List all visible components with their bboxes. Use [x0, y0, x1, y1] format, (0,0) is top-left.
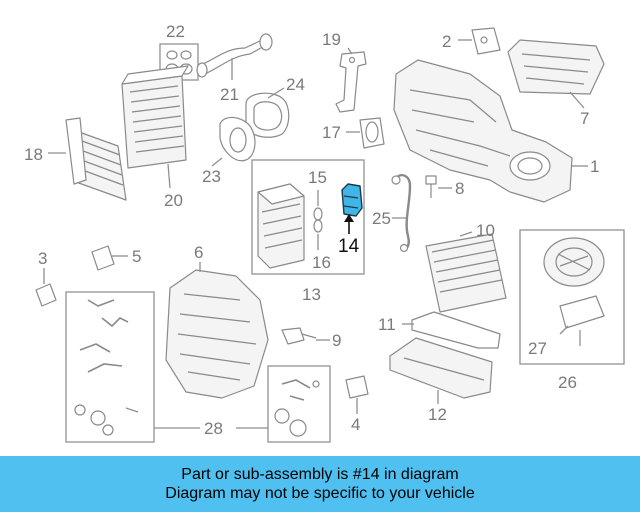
part-28-hardware-box: [65, 291, 331, 443]
callout-19: 19: [322, 30, 341, 49]
callout-18: 18: [24, 145, 43, 164]
callout-25: 25: [372, 209, 391, 228]
part-9-actuator: [281, 327, 330, 345]
part-4-sensor: [345, 375, 369, 414]
callout-21: 21: [220, 85, 239, 104]
part-23-flange-seal: [211, 116, 256, 167]
banner-line-disclaimer: Diagram may not be specific to your vehi…: [165, 485, 475, 502]
part-18-evaporator: [48, 117, 127, 201]
callout-20: 20: [164, 191, 183, 210]
callout-9: 9: [332, 331, 341, 350]
callout-11: 11: [378, 315, 396, 334]
part-25-ac-line: [391, 174, 412, 253]
info-banner: Part or sub-assembly is #14 in diagram D…: [0, 456, 640, 512]
callout-8: 8: [455, 179, 464, 198]
part-26-blower-box: [519, 229, 625, 365]
callout-13: 13: [302, 285, 321, 304]
part-8-bolt: [425, 175, 452, 198]
part-14-expansion-valve-highlighted[interactable]: [341, 183, 363, 234]
part-5-bracket: [91, 245, 128, 271]
part-21-heater-pipe: [196, 33, 273, 80]
callout-17: 17: [322, 123, 341, 142]
part-3-clip: [35, 268, 57, 307]
callout-5: 5: [132, 247, 141, 266]
callout-15: 15: [308, 168, 327, 187]
banner-line-part-number: Part or sub-assembly is #14 in diagram: [181, 466, 459, 483]
callout-14-highlighted: 14: [338, 236, 360, 257]
callout-7: 7: [580, 109, 589, 128]
callout-2: 2: [442, 32, 451, 51]
parts-diagram: 1 2 3 4 5 6 7 8 9 10 11 12 13 14 15 16 1…: [24, 22, 625, 443]
part-1-hvac-housing: [393, 59, 588, 203]
part-7-blower-housing: [507, 39, 605, 109]
callout-10: 10: [476, 221, 495, 240]
callout-4: 4: [351, 415, 360, 434]
callout-23: 23: [202, 167, 221, 186]
part-19-bracket: [335, 47, 367, 113]
callout-27: 27: [528, 339, 547, 358]
part-24-seal: [245, 87, 290, 138]
callout-16: 16: [312, 253, 331, 272]
callout-3: 3: [38, 249, 47, 268]
callout-28: 28: [204, 419, 223, 438]
callout-22: 22: [166, 22, 185, 41]
part-13-assembly-box: [251, 159, 365, 275]
part-20-heater-core: [121, 65, 189, 189]
callout-26: 26: [558, 373, 577, 392]
part-11-bracket: [402, 311, 501, 349]
part-2-mount: [458, 27, 501, 55]
part-17-actuator: [346, 117, 385, 149]
part-10-cabin-filter: [425, 231, 507, 313]
callout-12: 12: [428, 405, 447, 424]
callout-1: 1: [590, 157, 599, 176]
part-12-cover: [389, 337, 493, 404]
callout-24: 24: [286, 75, 305, 94]
callout-labels: 1 2 3 4 5 6 7 8 9 10 11 12 13 14 15 16 1…: [24, 22, 599, 438]
callout-6: 6: [194, 243, 203, 262]
part-6-lower-housing: [165, 262, 269, 399]
